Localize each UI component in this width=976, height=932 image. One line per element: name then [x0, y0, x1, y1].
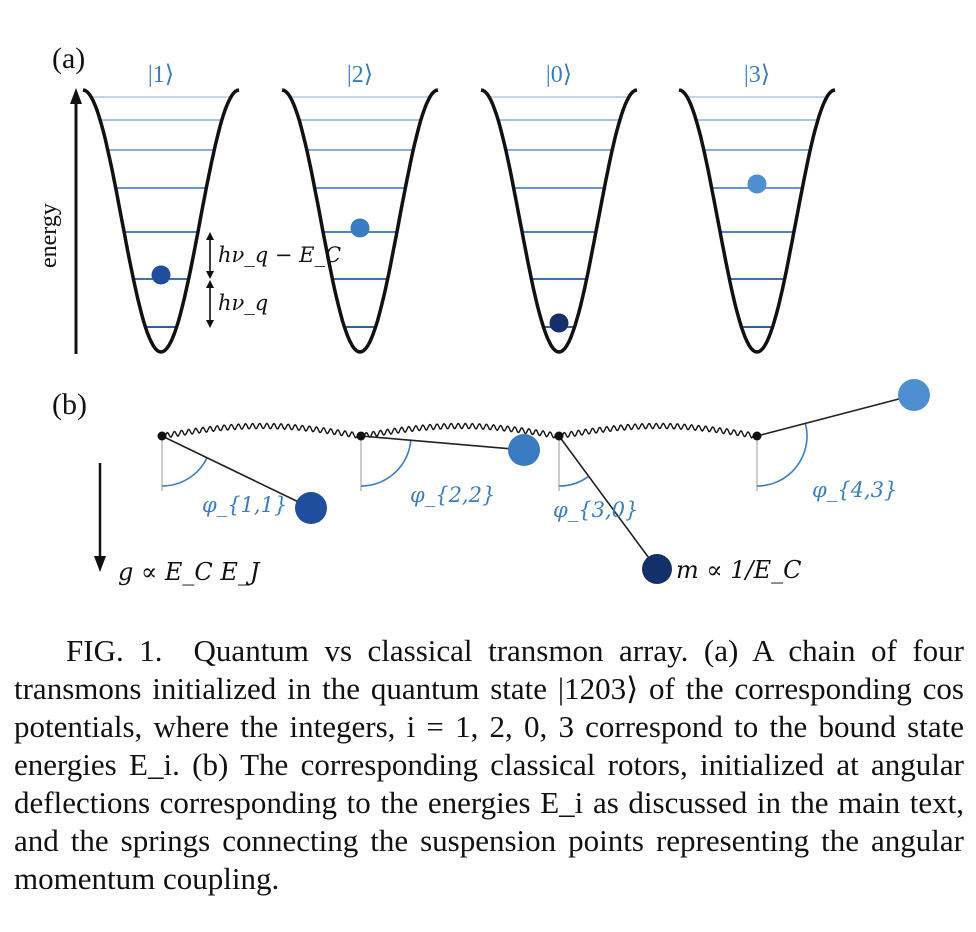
rotor-rod: [756, 394, 915, 437]
potential-wells: |1⟩ |2⟩ |0⟩ |3⟩: [82, 62, 836, 354]
state-particle: [549, 313, 569, 333]
coupling-spring: [161, 422, 362, 440]
state-particle: [747, 174, 767, 194]
cos-potential-curve: [82, 88, 240, 354]
deflection-angle-arc: [360, 440, 412, 487]
suspension-point: [157, 431, 167, 441]
energy-axis: [70, 88, 82, 354]
state-ket-label: |0⟩: [546, 62, 572, 88]
rotor-rod: [558, 435, 658, 570]
figure-caption: FIG. 1. Quantum vs classical transmon ar…: [14, 632, 964, 898]
angle-label: φ_{2,2}: [410, 483, 495, 507]
suspension-point: [356, 431, 366, 441]
mass-label: m ∝ 1/E_C: [676, 556, 802, 584]
cos-potential-curve: [480, 88, 638, 354]
gravity-label: g ∝ E_C E_J: [118, 558, 261, 586]
classical-rotors: φ_{1,1} φ_{2,2} φ_{3,0} φ_{4,3}: [157, 379, 930, 584]
state-ket-label: |1⟩: [148, 62, 174, 88]
rotor-mass: [898, 379, 930, 411]
angle-label: φ_{1,1}: [202, 493, 287, 517]
coupling-springs: [161, 422, 758, 440]
rotor-4: φ_{4,3}: [752, 379, 930, 502]
cos-potential-curve: [281, 88, 439, 354]
deflection-angle-arc: [756, 423, 808, 487]
deflection-angle-arc: [558, 475, 590, 487]
rotor-mass: [295, 492, 327, 524]
rotor-2: φ_{2,2}: [356, 431, 540, 507]
well-1: |1⟩: [82, 62, 240, 354]
caption-text: Quantum vs classical transmon array. (a)…: [14, 633, 965, 896]
gravity-arrow: [94, 463, 106, 572]
rotor-1: φ_{1,1}: [157, 431, 327, 524]
angle-label: φ_{3,0}: [553, 498, 638, 522]
state-ket-label: |3⟩: [744, 62, 770, 88]
suspension-point: [554, 431, 564, 441]
caption-fig-label: FIG. 1.: [66, 633, 163, 668]
panel-b-label: (b): [52, 388, 87, 421]
angle-label: φ_{4,3}: [812, 478, 897, 502]
energy-axis-label: energy: [36, 203, 62, 268]
rotor-mass: [508, 434, 540, 466]
panel-a-label: (a): [52, 42, 85, 75]
state-ket-label: |2⟩: [347, 62, 373, 88]
well-2: |2⟩: [281, 62, 439, 354]
spacing-label-lower: hν_q: [218, 291, 268, 315]
rotor-mass: [642, 554, 672, 584]
rotor-3: φ_{3,0}: [553, 431, 672, 584]
well-0: |0⟩: [480, 62, 638, 354]
spacing-label-upper: hν_q − E_C: [218, 243, 341, 267]
state-particle: [350, 218, 370, 238]
level-spacing-annotation: [206, 232, 214, 328]
well-3: |3⟩: [678, 62, 836, 354]
figure-1: (a) energy |1⟩|2⟩|0⟩|3⟩ hν_q − E_C hν_q …: [36, 42, 930, 586]
deflection-angle-arc: [161, 457, 208, 487]
coupling-spring: [360, 422, 560, 440]
rotor-rod: [161, 435, 312, 509]
cos-potential-curve: [678, 88, 836, 354]
state-particle: [151, 265, 171, 285]
suspension-point: [752, 431, 762, 441]
coupling-spring: [558, 422, 758, 440]
rotor-rod: [360, 435, 525, 451]
